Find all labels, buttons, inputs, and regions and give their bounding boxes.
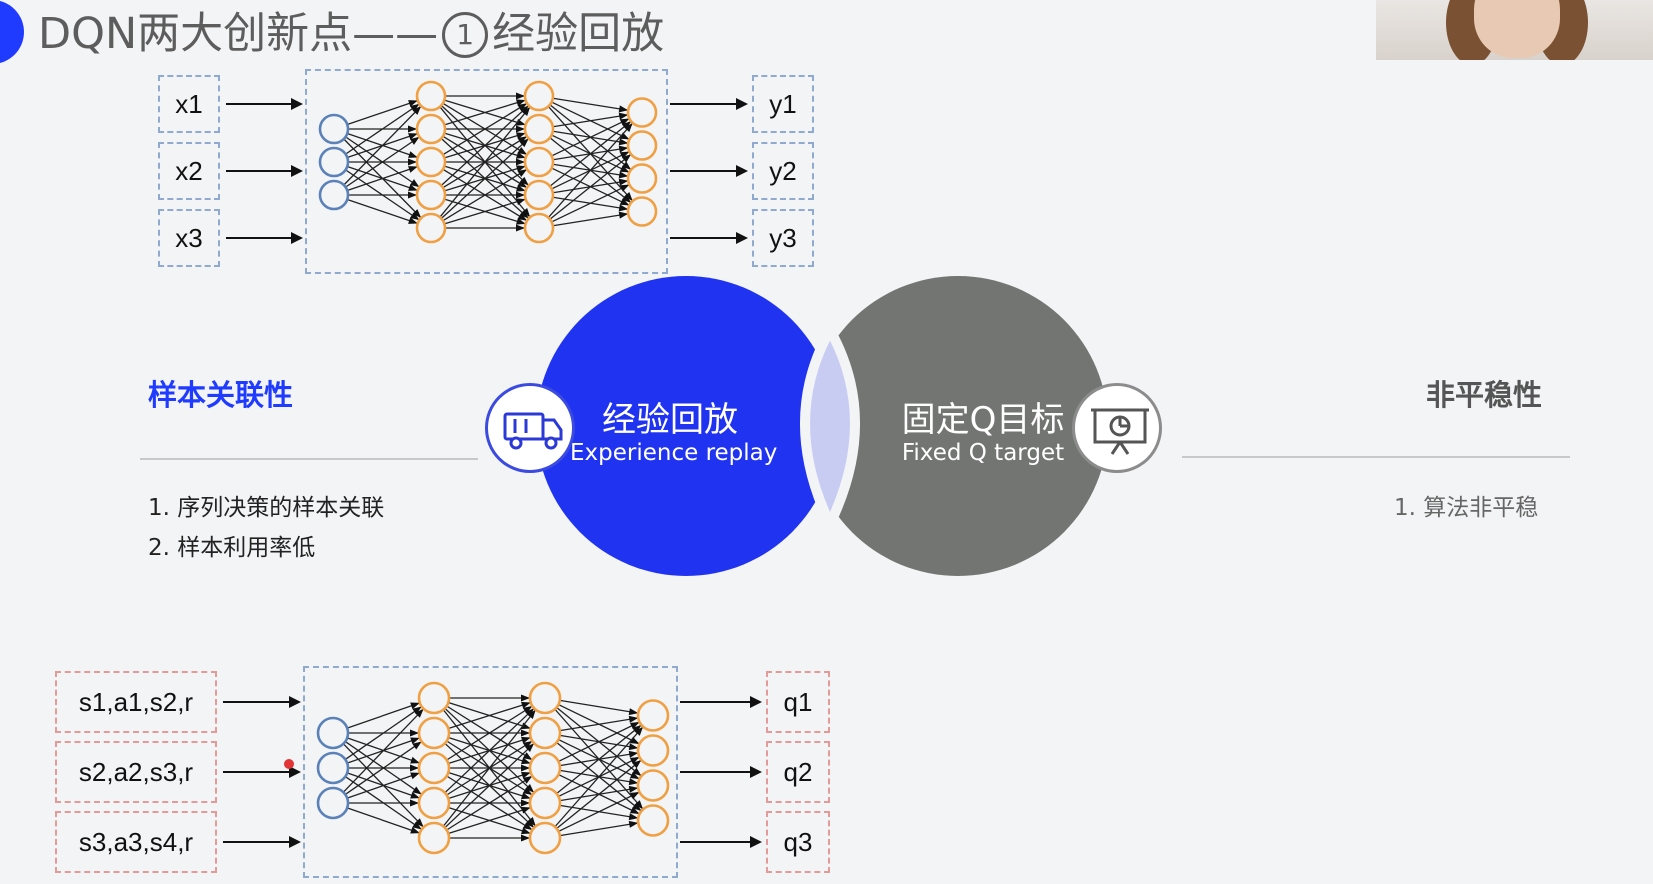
title-rest: 经验回放 <box>492 9 665 59</box>
hidden-neuron <box>636 769 670 802</box>
output-box <box>752 75 814 133</box>
input-box <box>55 811 217 873</box>
output-label: q1 <box>783 686 813 717</box>
output-label: y3 <box>769 222 797 253</box>
left-list: 1. 序列决策的样本关联 2. 样本利用率低 <box>148 488 384 568</box>
webcam-overlay <box>1376 0 1653 60</box>
experience-replay-subtitle: Experience replay <box>570 440 778 466</box>
hidden-neuron <box>417 786 451 820</box>
output-box <box>752 142 814 200</box>
non-stationarity-heading: 非平稳性 <box>1426 378 1543 412</box>
output-box <box>752 209 814 267</box>
input-label: x3 <box>175 222 203 253</box>
left-list-item: 1. 序列决策的样本关联 <box>148 495 385 521</box>
input-box <box>158 75 220 133</box>
input-label: x1 <box>175 88 203 119</box>
presentation-badge <box>1072 383 1162 473</box>
hidden-neuron <box>415 146 447 178</box>
hidden-neuron <box>636 699 670 732</box>
hidden-neuron <box>415 179 447 211</box>
hidden-neuron <box>636 734 670 767</box>
hidden-neuron <box>528 751 562 785</box>
truck-icon <box>503 412 563 450</box>
input-box <box>158 142 220 200</box>
right-divider <box>1182 456 1570 458</box>
hidden-neuron <box>523 80 555 112</box>
hidden-neuron <box>417 681 451 715</box>
input-box <box>55 671 217 733</box>
experience-replay-circle <box>536 276 836 576</box>
input-neuron <box>318 146 350 178</box>
hidden-neuron <box>523 179 555 211</box>
hidden-neuron <box>528 786 562 820</box>
fixed-q-target-subtitle: Fixed Q target <box>901 440 1065 466</box>
output-box <box>766 741 830 803</box>
right-list-item: 1. 算法非平稳 <box>1394 495 1539 521</box>
output-label: q2 <box>783 756 813 787</box>
pointer-dot <box>284 759 294 769</box>
hidden-neuron <box>523 113 555 145</box>
input-label: s2,a2,s3,r <box>78 756 194 787</box>
input-label: x2 <box>175 155 203 186</box>
input-label: s1,a1,s2,r <box>78 686 194 717</box>
output-box <box>766 671 830 733</box>
hidden-neuron <box>626 97 658 128</box>
input-box <box>55 741 217 803</box>
sample-correlation-heading: 样本关联性 <box>148 378 294 412</box>
hidden-neuron <box>528 681 562 715</box>
fixed-q-target-title: 固定Q目标 <box>901 400 1065 440</box>
input-neuron <box>316 716 350 750</box>
top-network-frame <box>305 69 668 274</box>
hidden-neuron <box>528 821 562 855</box>
title-circled-number: 1 <box>442 12 489 58</box>
left-list-item: 2. 样本利用率低 <box>148 535 316 561</box>
hidden-neuron <box>415 212 447 244</box>
output-box <box>766 811 830 873</box>
truck-badge <box>485 383 575 473</box>
output-label: y2 <box>769 155 797 186</box>
output-label: q3 <box>783 826 813 857</box>
hidden-neuron <box>523 212 555 244</box>
bottom-network-frame <box>303 666 678 878</box>
input-box <box>158 209 220 267</box>
hidden-neuron <box>415 113 447 145</box>
hidden-neuron <box>417 821 451 855</box>
left-divider <box>140 458 478 460</box>
output-label: y1 <box>769 88 797 119</box>
hidden-neuron <box>417 751 451 785</box>
hidden-neuron <box>523 146 555 178</box>
input-neuron <box>316 786 350 820</box>
hidden-neuron <box>636 804 670 837</box>
experience-replay-title: 经验回放 <box>602 400 738 440</box>
presentation-chart-icon <box>1091 408 1149 455</box>
hidden-neuron <box>626 163 658 194</box>
hidden-neuron <box>415 80 447 112</box>
hidden-neuron <box>417 716 451 750</box>
title-main: DQN两大创新点—— <box>38 9 439 59</box>
hidden-neuron <box>626 196 658 227</box>
input-label: s3,a3,s4,r <box>78 826 194 857</box>
hidden-neuron <box>626 130 658 161</box>
input-neuron <box>318 179 350 211</box>
input-neuron <box>316 751 350 785</box>
input-neuron <box>318 113 350 145</box>
hidden-neuron <box>528 716 562 750</box>
